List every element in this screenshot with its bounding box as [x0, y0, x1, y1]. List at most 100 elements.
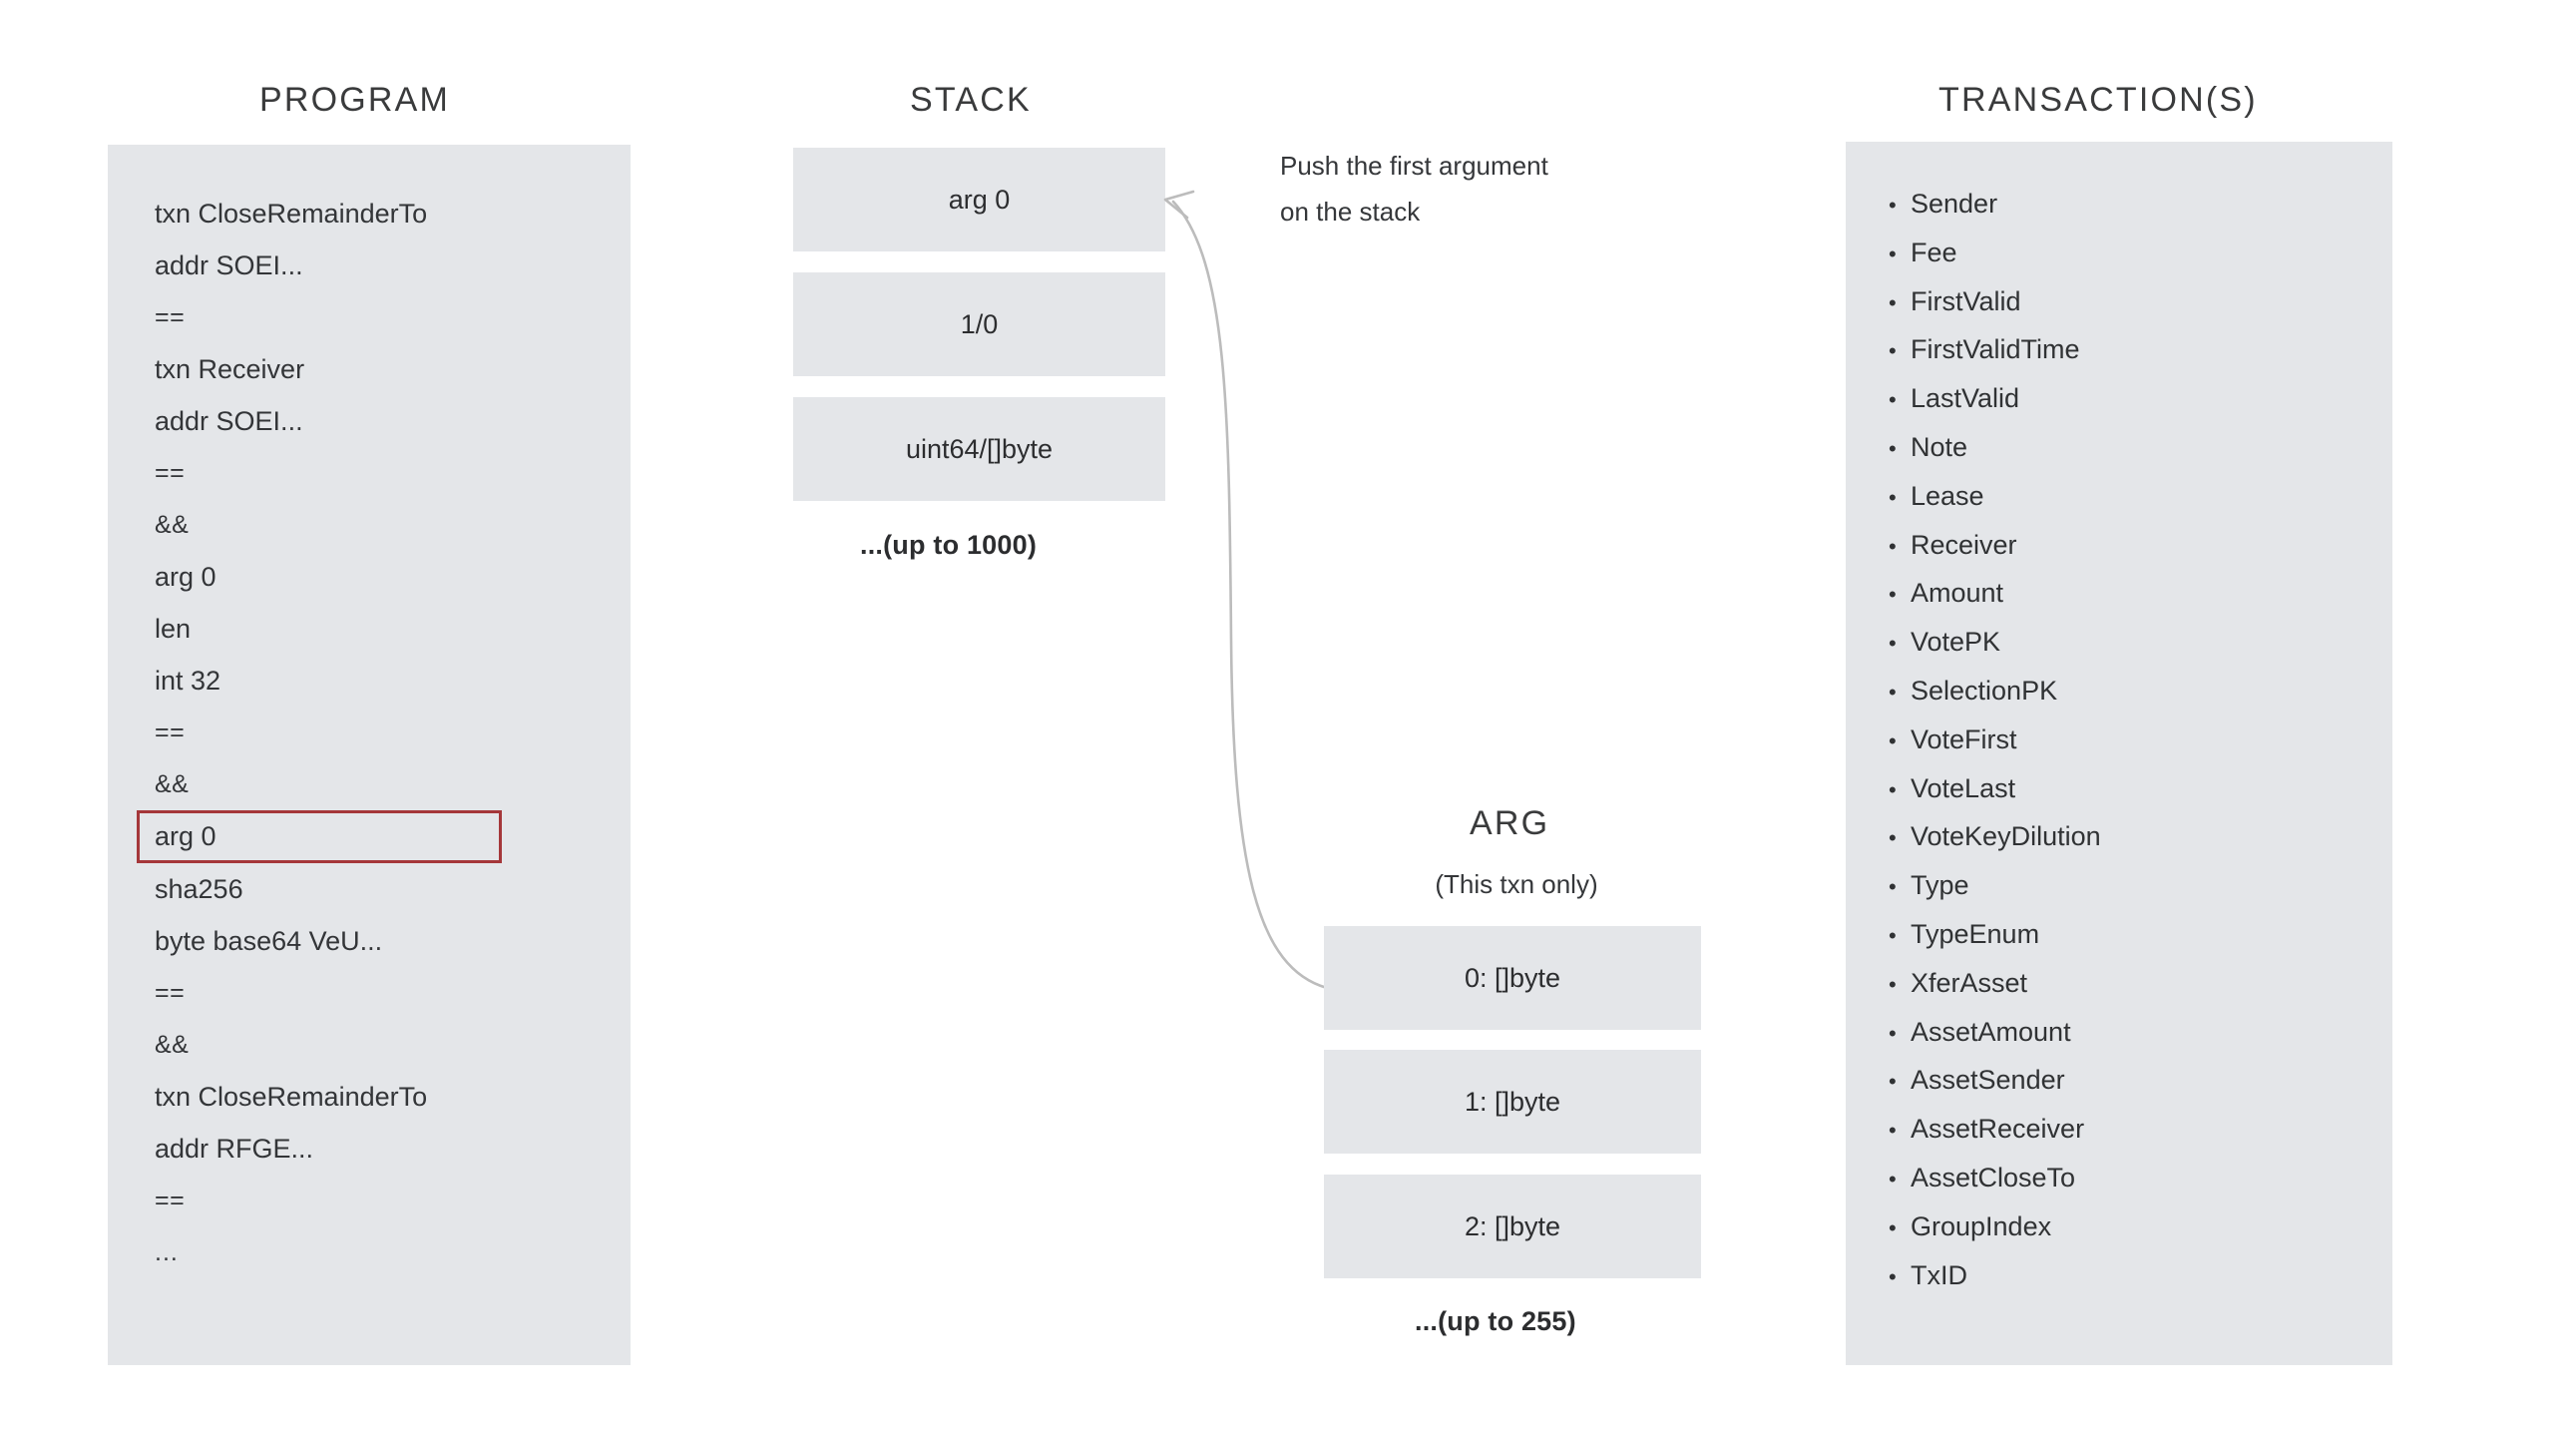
transaction-field-label: TypeEnum: [1911, 918, 2040, 949]
program-line: &&: [155, 511, 190, 539]
transaction-field-label: FirstValidTime: [1911, 334, 2080, 365]
program-line-highlighted: arg 0: [137, 810, 502, 863]
transaction-field-item: • Receiver: [1889, 521, 2367, 570]
program-line: sha256: [155, 874, 243, 904]
program-line: addr RFGE...: [155, 1134, 314, 1164]
stack-more-caption: ...(up to 1000): [860, 530, 1038, 560]
program-line: &&: [155, 770, 190, 798]
bullet-icon: •: [1889, 1214, 1897, 1240]
bullet-icon: •: [1889, 971, 1897, 997]
transaction-field-item: • TypeEnum: [1889, 910, 2367, 959]
transaction-field-item: • AssetAmount: [1889, 1008, 2367, 1057]
bullet-icon: •: [1889, 825, 1897, 851]
program-instruction-list: txn CloseRemainderTo addr SOEI... == txn Re…: [137, 188, 624, 1278]
transaction-field-item: • VoteLast: [1889, 764, 2367, 813]
transaction-field-item: • FirstValid: [1889, 277, 2367, 326]
transaction-field-item: • LastValid: [1889, 374, 2367, 423]
transaction-field-label: SelectionPK: [1911, 675, 2058, 706]
transaction-field-item: • AssetReceiver: [1889, 1105, 2367, 1154]
bullet-icon: •: [1889, 289, 1897, 315]
transaction-field-item: • SelectionPK: [1889, 667, 2367, 716]
bullet-icon: •: [1889, 776, 1897, 802]
transaction-field-label: TxID: [1911, 1259, 1967, 1290]
bullet-icon: •: [1889, 1020, 1897, 1046]
program-line: ==: [155, 718, 186, 746]
transaction-field-label: Note: [1911, 431, 1968, 462]
arg-cell: 0: []byte: [1324, 926, 1701, 1030]
arg-cell: 1: []byte: [1324, 1050, 1701, 1154]
arg-more-caption: ...(up to 255): [1415, 1306, 1576, 1336]
push-argument-note: Push the first argument on the stack: [1280, 143, 1699, 235]
program-line: addr SOEI...: [155, 250, 303, 280]
transaction-fields-list: •Sender•Fee•FirstValid•FirstValidTime•La…: [1889, 180, 2367, 1299]
transaction-field-label: Receiver: [1911, 529, 2017, 560]
program-column-header: PROGRAM: [259, 81, 451, 119]
transaction-field-label: Sender: [1911, 189, 1998, 219]
transaction-field-item: • GroupIndex: [1889, 1202, 2367, 1251]
bullet-icon: •: [1889, 1118, 1897, 1144]
transaction-field-label: FirstValid: [1911, 285, 2021, 316]
stack-cell: uint64/[]byte: [793, 397, 1165, 501]
transaction-field-label: Lease: [1911, 480, 1984, 511]
program-line: addr SOEI...: [155, 406, 303, 436]
transaction-field-label: Type: [1911, 870, 1969, 901]
bullet-icon: •: [1889, 922, 1897, 948]
transaction-field-item: • VotePK: [1889, 618, 2367, 667]
transaction-field-label: XferAsset: [1911, 967, 2028, 998]
bullet-icon: •: [1889, 727, 1897, 753]
transaction-field-label: AssetCloseTo: [1911, 1162, 2076, 1193]
bullet-icon: •: [1889, 582, 1897, 608]
program-line: ==: [155, 303, 186, 331]
bullet-icon: •: [1889, 1166, 1897, 1192]
bullet-icon: •: [1889, 533, 1897, 559]
bullet-icon: •: [1889, 338, 1897, 364]
program-line: int 32: [155, 666, 221, 696]
stack-cell: 1/0: [793, 272, 1165, 376]
bullet-icon: •: [1889, 631, 1897, 657]
bullet-icon: •: [1889, 240, 1897, 266]
arg-column-header: ARG: [1470, 804, 1550, 842]
stack-column-header: STACK: [910, 81, 1032, 119]
transaction-field-label: AssetReceiver: [1911, 1114, 2085, 1145]
transaction-field-item: • AssetCloseTo: [1889, 1154, 2367, 1202]
bullet-icon: •: [1889, 874, 1897, 900]
transaction-field-label: Amount: [1911, 578, 2004, 609]
bullet-icon: •: [1889, 387, 1897, 413]
bullet-icon: •: [1889, 1069, 1897, 1095]
push-note-line-1: Push the first argument: [1280, 151, 1548, 181]
transaction-field-label: LastValid: [1911, 383, 2020, 414]
arg-cell: 2: []byte: [1324, 1175, 1701, 1278]
bullet-icon: •: [1889, 679, 1897, 705]
program-line: arg 0: [155, 562, 216, 592]
program-line: &&: [155, 1031, 190, 1059]
transaction-field-item: • Lease: [1889, 472, 2367, 521]
transaction-field-item: • XferAsset: [1889, 959, 2367, 1008]
transaction-field-label: Fee: [1911, 237, 1957, 267]
stack-cell: arg 0: [793, 148, 1165, 251]
program-line: len: [155, 614, 192, 644]
program-line: txn CloseRemainderTo: [155, 199, 428, 229]
program-line: ==: [155, 979, 186, 1007]
transaction-field-item: • Fee: [1889, 229, 2367, 277]
arg-column-subtitle: (This txn only): [1435, 869, 1598, 899]
program-line: byte base64 VeU...: [155, 926, 383, 956]
transaction-field-item: • Type: [1889, 861, 2367, 910]
bullet-icon: •: [1889, 435, 1897, 461]
transaction-field-label: VoteLast: [1911, 772, 2016, 803]
transaction-field-item: • FirstValidTime: [1889, 325, 2367, 374]
transaction-field-label: VoteFirst: [1911, 723, 2017, 754]
transaction-field-item: •VoteKeyDilution: [1889, 812, 2367, 861]
program-line: ...: [155, 1238, 179, 1266]
program-line: txn CloseRemainderTo: [155, 1082, 428, 1112]
transactions-panel: [1846, 142, 2392, 1365]
transaction-field-label: AssetSender: [1911, 1065, 2065, 1096]
transaction-field-label: VotePK: [1911, 627, 2001, 658]
bullet-icon: •: [1889, 484, 1897, 510]
transaction-field-label: GroupIndex: [1911, 1210, 2052, 1241]
transaction-field-item: • Note: [1889, 423, 2367, 472]
program-line: ==: [155, 459, 186, 487]
transactions-column-header: TRANSACTION(S): [1938, 81, 2258, 119]
transaction-field-label: AssetAmount: [1911, 1016, 2071, 1047]
program-line: txn Receiver: [155, 354, 305, 384]
transaction-field-item: •Sender: [1889, 180, 2367, 229]
